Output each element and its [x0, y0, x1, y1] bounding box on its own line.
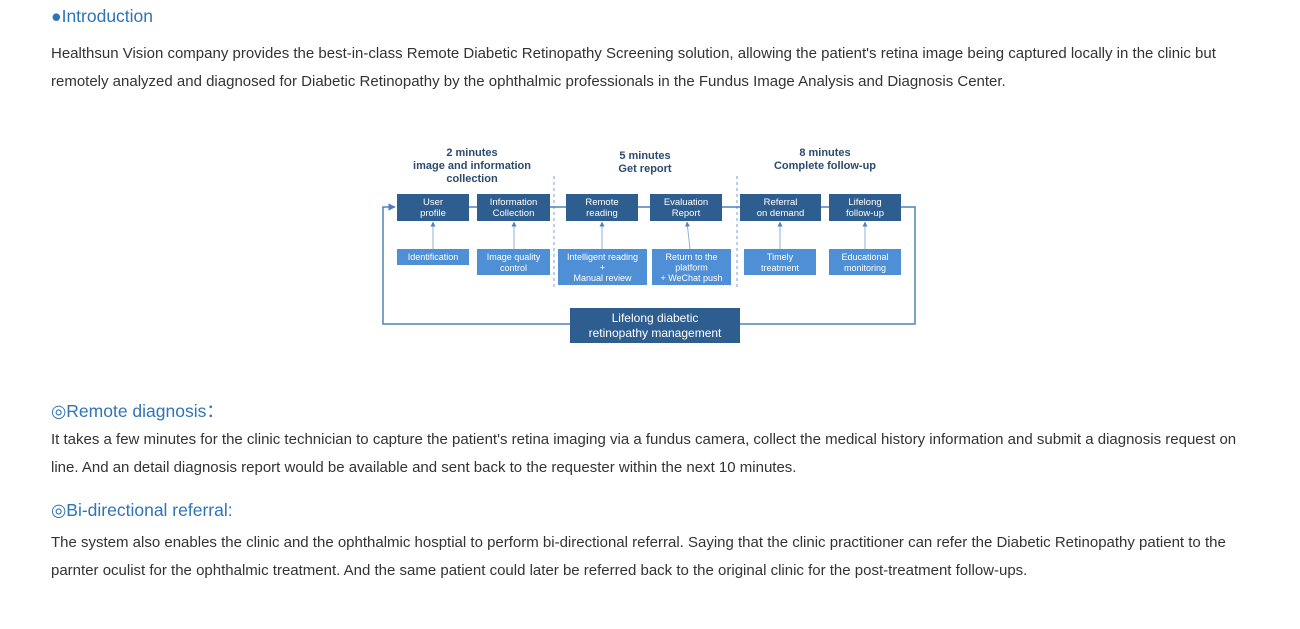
svg-text:on demand: on demand	[757, 208, 805, 219]
remote-diagnosis-heading: ◎Remote diagnosis：	[51, 398, 224, 423]
svg-text:Evaluation: Evaluation	[664, 197, 708, 208]
svg-text:+: +	[600, 263, 605, 273]
svg-text:monitoring: monitoring	[844, 263, 886, 273]
bidirectional-referral-title: Bi-directional referral:	[66, 500, 233, 520]
step-information-collection: Information Collection	[477, 194, 550, 221]
svg-text:Information: Information	[490, 197, 538, 208]
detail-timely-treatment: Timely treatment	[744, 249, 816, 275]
phase-collection-time: 2 minutes	[446, 147, 497, 159]
detail-intelligent-reading: Intelligent reading + Manual review	[558, 249, 647, 285]
double-circle-icon: ◎	[51, 500, 67, 520]
svg-text:Educational: Educational	[841, 252, 888, 262]
svg-text:retinopathy management: retinopathy management	[589, 326, 722, 340]
phase-collection-line2: image and information	[413, 160, 531, 172]
phase-collection-label: 2 minutes image and information collecti…	[413, 147, 531, 185]
svg-text:Intelligent reading: Intelligent reading	[567, 252, 638, 262]
step-referral-on-demand: Referral on demand	[740, 194, 821, 221]
svg-text:Lifelong: Lifelong	[848, 197, 881, 208]
detail-arrow	[685, 221, 691, 250]
phase-collection-line3: collection	[446, 173, 498, 185]
double-circle-icon: ◎	[51, 401, 67, 421]
svg-text:+ WeChat push: + WeChat push	[660, 273, 722, 283]
svg-text:Referral: Referral	[764, 197, 798, 208]
svg-text:platform: platform	[675, 263, 708, 273]
introduction-title: Introduction	[61, 6, 154, 26]
phase-followup-label: 8 minutes Complete follow-up	[774, 147, 876, 172]
svg-text:Remote: Remote	[585, 197, 618, 208]
svg-text:profile: profile	[420, 208, 446, 219]
loop-connector-left	[382, 203, 570, 325]
screening-workflow-diagram: 2 minutes image and information collecti…	[382, 147, 916, 343]
phase-report-label: 5 minutes Get report	[618, 150, 672, 175]
step-lifelong-follow-up: Lifelong follow-up	[829, 194, 901, 221]
remote-diagnosis-title: Remote diagnosis：	[66, 401, 224, 421]
step-remote-reading: Remote reading	[566, 194, 638, 221]
bidirectional-referral-text: The system also enables the clinic and t…	[51, 534, 1226, 579]
svg-text:control: control	[500, 263, 527, 273]
svg-text:Report: Report	[672, 208, 701, 219]
lifelong-management-box: Lifelong diabetic retinopathy management	[570, 308, 740, 343]
svg-text:User: User	[423, 197, 443, 208]
phase-followup-line2: Complete follow-up	[774, 160, 876, 172]
step-user-profile: User profile	[397, 194, 469, 221]
introduction-heading: ●Introduction	[51, 6, 153, 27]
svg-text:Return to the: Return to the	[665, 252, 717, 262]
svg-text:reading: reading	[586, 208, 618, 219]
detail-identification: Identification	[397, 249, 469, 265]
svg-text:Manual review: Manual review	[573, 273, 632, 283]
remote-diagnosis-text: It takes a few minutes for the clinic te…	[51, 431, 1237, 476]
detail-educational-monitoring: Educational monitoring	[829, 249, 901, 275]
svg-text:Lifelong diabetic: Lifelong diabetic	[612, 311, 699, 325]
detail-return-to-platform: Return to the platform + WeChat push	[652, 249, 731, 285]
loop-connector-right	[740, 206, 916, 325]
phase-followup-time: 8 minutes	[799, 147, 850, 159]
svg-text:treatment: treatment	[761, 263, 800, 273]
svg-text:Identification: Identification	[408, 252, 459, 262]
phase-report-time: 5 minutes	[619, 150, 670, 162]
step-evaluation-report: Evaluation Report	[650, 194, 722, 221]
bullet-icon: ●	[51, 6, 62, 26]
svg-text:follow-up: follow-up	[846, 208, 884, 219]
bidirectional-referral-heading: ◎Bi-directional referral:	[51, 500, 233, 521]
svg-text:Image quality: Image quality	[487, 252, 541, 262]
detail-image-quality-control: Image quality control	[477, 249, 550, 275]
phase-report-line2: Get report	[618, 163, 672, 175]
introduction-text: Healthsun Vision company provides the be…	[51, 45, 1216, 90]
svg-text:Timely: Timely	[767, 252, 794, 262]
svg-text:Collection: Collection	[493, 208, 535, 219]
